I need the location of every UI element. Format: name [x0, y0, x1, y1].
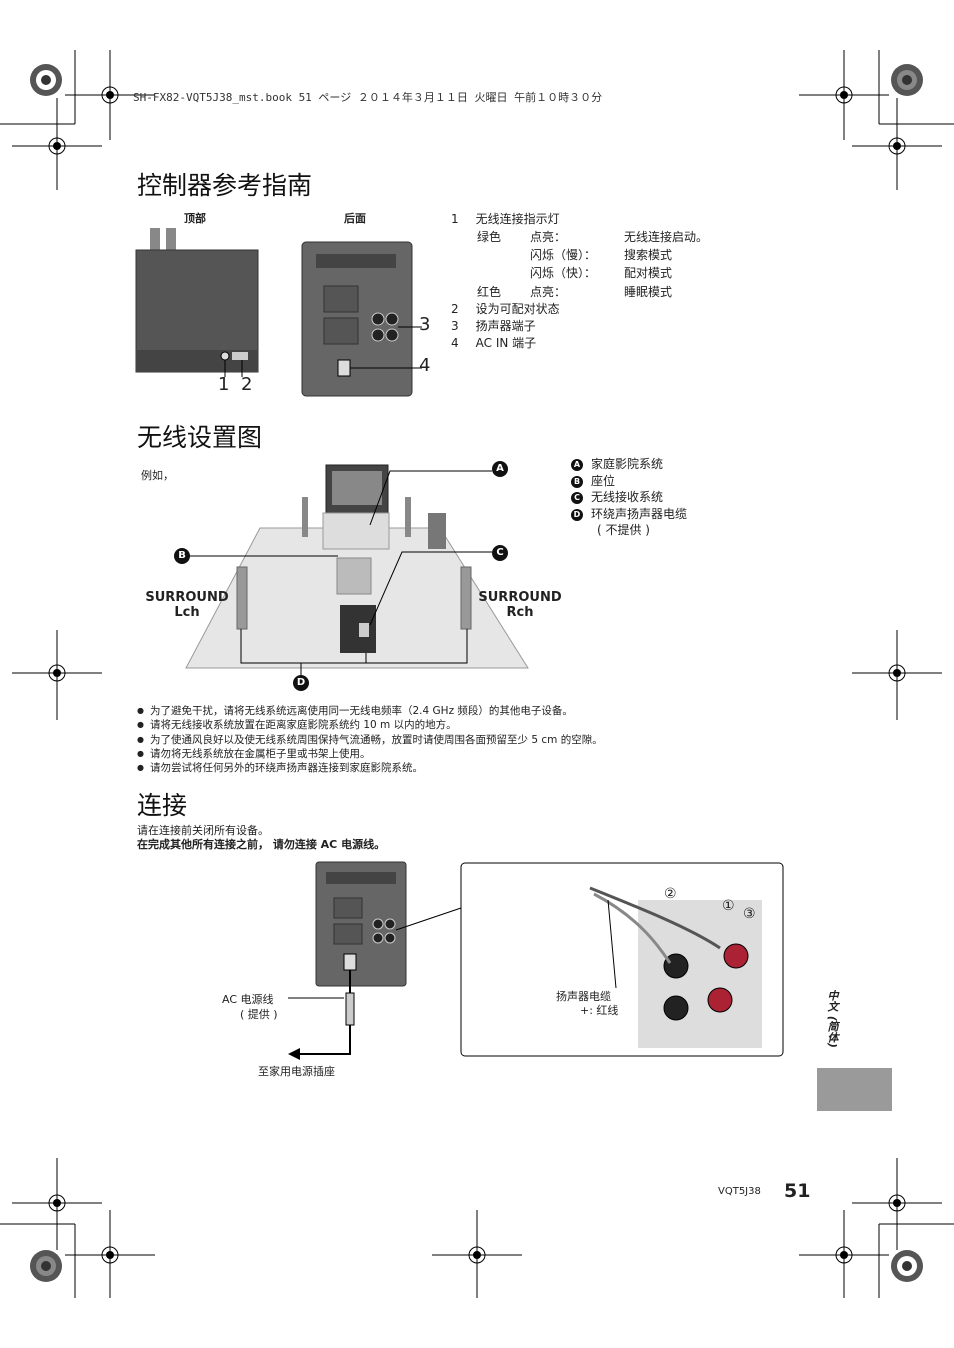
example-label: 例如，: [141, 469, 174, 482]
wireless-notes: 为了避免干扰，请将无线系统远离使用同一无线电频率（2.4 GHz 频段）的其他电…: [137, 704, 777, 776]
marker-a: A: [492, 461, 508, 477]
connection-note-2: 在完成其他所有连接之前， 请勿连接 AC 电源线。: [137, 838, 386, 851]
model-code: VQT5J38: [718, 1186, 761, 1197]
marker-c: C: [492, 545, 508, 561]
section-title-wireless: 无线设置图: [137, 423, 263, 452]
callout-4: 4: [419, 355, 431, 376]
ac-cord-label: AC 电源线: [222, 993, 274, 1006]
page-number: 51: [784, 1180, 811, 1202]
indicator-row: 绿色点亮：无线连接启动。: [477, 230, 709, 244]
speaker-red-label: +: 红线: [580, 1004, 619, 1017]
callout-1: 1: [218, 374, 230, 395]
marker-b: B: [174, 548, 190, 564]
step-1: ①: [722, 898, 735, 914]
indicator-row: 闪烁（快）：配对模式: [530, 266, 673, 280]
note-item: 为了避免干扰，请将无线系统远离使用同一无线电频率（2.4 GHz 频段）的其他电…: [137, 704, 777, 719]
section-title-connection: 连接: [137, 791, 188, 820]
legend-d-note: ( 不提供 ): [597, 523, 650, 537]
section-title-controls: 控制器参考指南: [137, 171, 313, 200]
outlet-label: 至家用电源插座: [258, 1065, 335, 1078]
step-2: ②: [664, 886, 677, 902]
language-tab-label: 中文 (简体): [826, 990, 839, 1048]
step-3: ③: [743, 906, 756, 922]
ac-cord-supplied: ( 提供 ): [240, 1008, 278, 1021]
top-view-label: 顶部: [184, 212, 206, 225]
back-view-label: 后面: [344, 212, 366, 225]
connection-diagram: [288, 861, 784, 1060]
wireless-setup-diagram: [185, 464, 529, 680]
marker-d: D: [293, 675, 309, 691]
speaker-cable-label: 扬声器电缆: [556, 990, 611, 1003]
note-item: 请勿尝试将任何另外的环绕声扬声器连接到家庭影院系统。: [137, 761, 777, 776]
callout-2: 2: [241, 374, 253, 395]
language-tab: [817, 1068, 892, 1111]
indicator-row: 闪烁（慢）：搜索模式: [530, 248, 673, 262]
unit-illustration: [135, 228, 422, 397]
callout-3: 3: [419, 314, 431, 335]
indicator-row: 红色点亮：睡眠模式: [477, 285, 673, 299]
note-item: 请勿将无线系统放在金属柜子里或书架上使用。: [137, 747, 777, 762]
note-item: 为了使通风良好以及使无线系统周围保持气流通畅，放置时请使周围各面预留至少 5 c…: [137, 733, 777, 748]
print-header: SH-FX82-VQT5J38_mst.book 51 ページ ２０１４年３月１…: [133, 91, 603, 104]
connection-note-1: 请在连接前关闭所有设备。: [137, 824, 269, 837]
note-item: 请将无线接收系统放置在距离家庭影院系统约 10 m 以内的地方。: [137, 718, 777, 733]
